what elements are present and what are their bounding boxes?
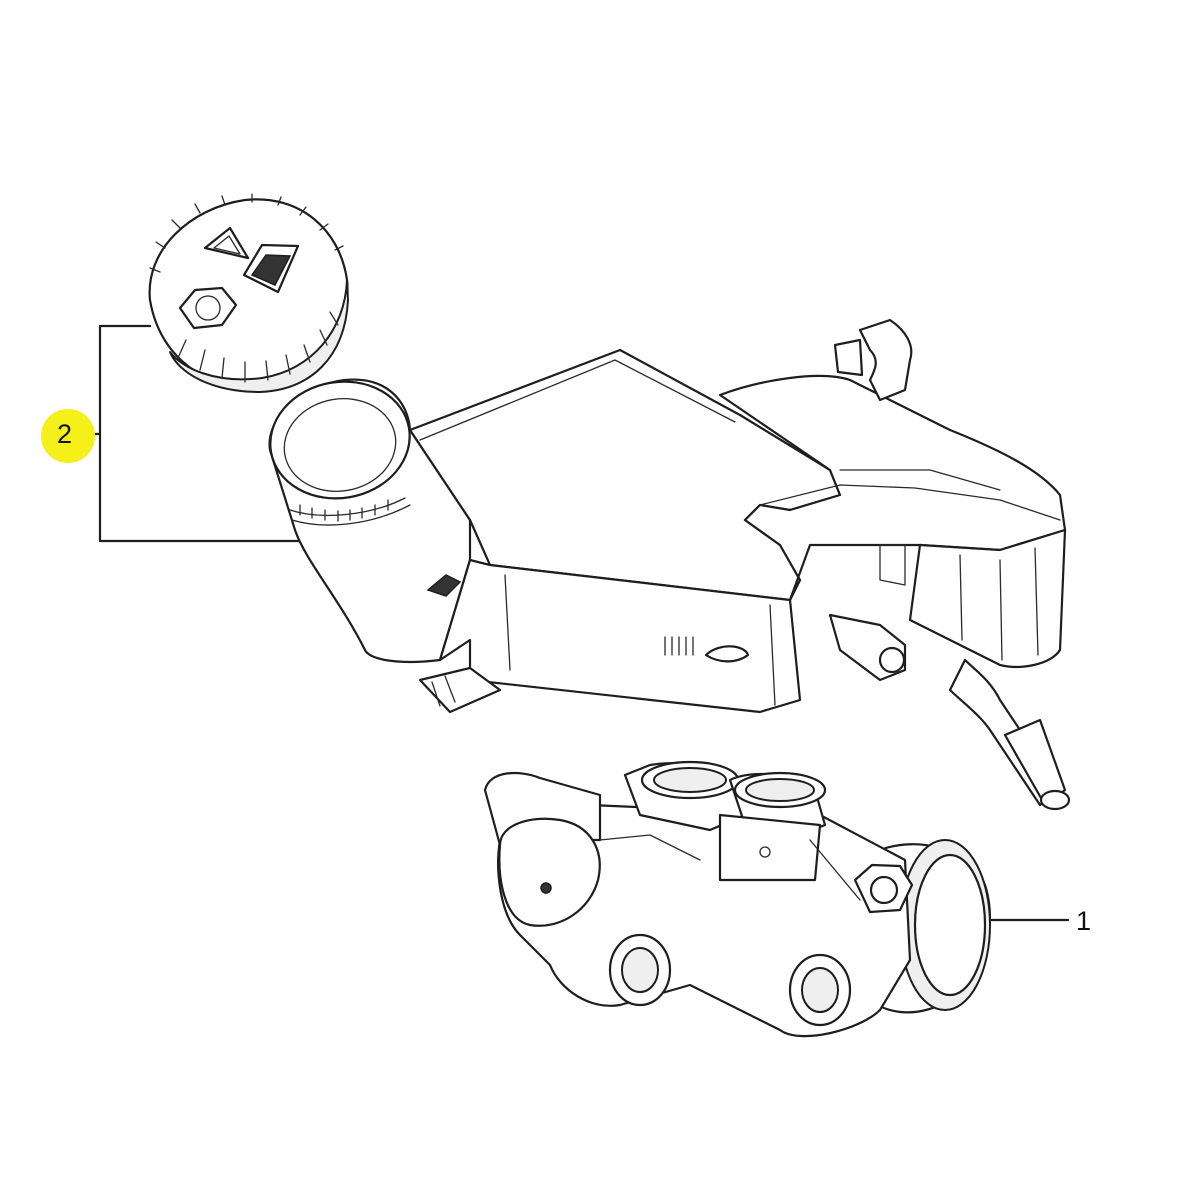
callout-label-1[interactable]: 1 <box>1076 906 1092 936</box>
reservoir-cap <box>148 193 349 393</box>
master-cylinder <box>483 760 992 1038</box>
callout-label-2[interactable]: 2 <box>57 419 73 449</box>
reservoir-body <box>268 318 1071 811</box>
